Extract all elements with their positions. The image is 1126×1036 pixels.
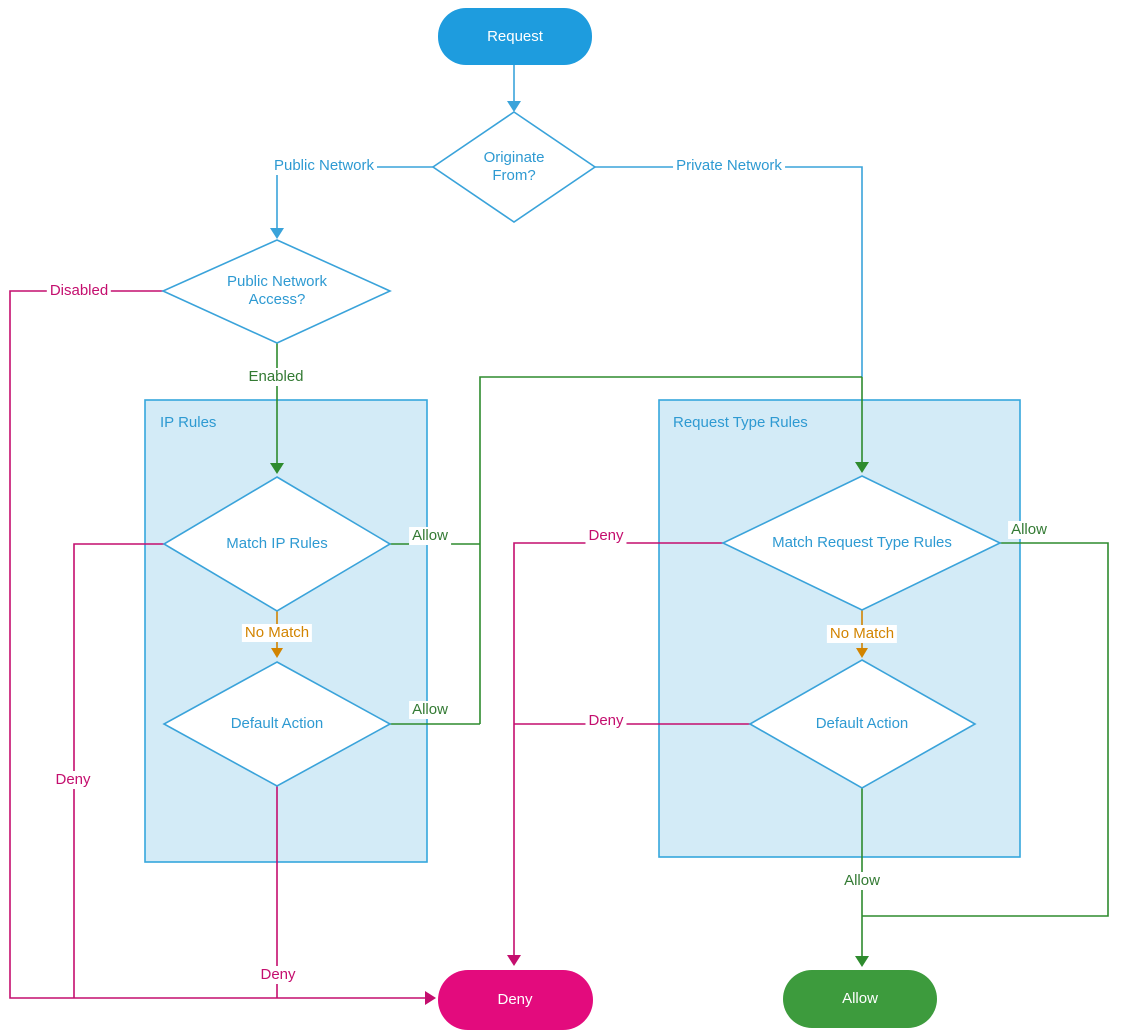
request-node <box>438 8 592 65</box>
arrowhead-into-default-action-ip <box>271 648 283 658</box>
public-network-access-diamond <box>161 239 392 344</box>
edge-private-network <box>595 166 863 377</box>
match-ip-rules-diamond <box>162 476 392 612</box>
request-type-rules-container-label: Request Type Rules <box>673 414 808 431</box>
arrowhead-into-originate <box>507 101 521 112</box>
match-request-type-rules-diamond <box>721 475 1002 611</box>
arrowhead-into-public-network-access <box>270 228 284 239</box>
ip-rules-container <box>144 399 428 863</box>
default-action-ip-diamond <box>162 661 392 787</box>
arrowhead-into-default-action-rt <box>856 648 868 658</box>
edge-ip-allow-merge <box>479 376 862 724</box>
arrowhead-into-deny-top <box>507 955 521 966</box>
originate-from-diamond <box>431 111 597 223</box>
edge-rt-allow-match <box>862 542 1109 917</box>
default-action-rt-diamond <box>748 659 977 789</box>
allow-node <box>783 970 937 1028</box>
arrowhead-into-deny-left <box>425 991 436 1005</box>
arrowhead-into-match-request-type-rules <box>855 462 869 473</box>
ip-rules-container-label: IP Rules <box>160 414 217 431</box>
arrowhead-into-allow <box>855 956 869 967</box>
deny-node <box>438 970 593 1030</box>
edge-public-network <box>276 166 435 228</box>
edge-rt-deny-match <box>513 542 723 955</box>
arrowhead-into-match-ip-rules <box>270 463 284 474</box>
edge-ip-deny-match <box>73 543 164 998</box>
request-type-rules-container <box>658 399 1021 858</box>
